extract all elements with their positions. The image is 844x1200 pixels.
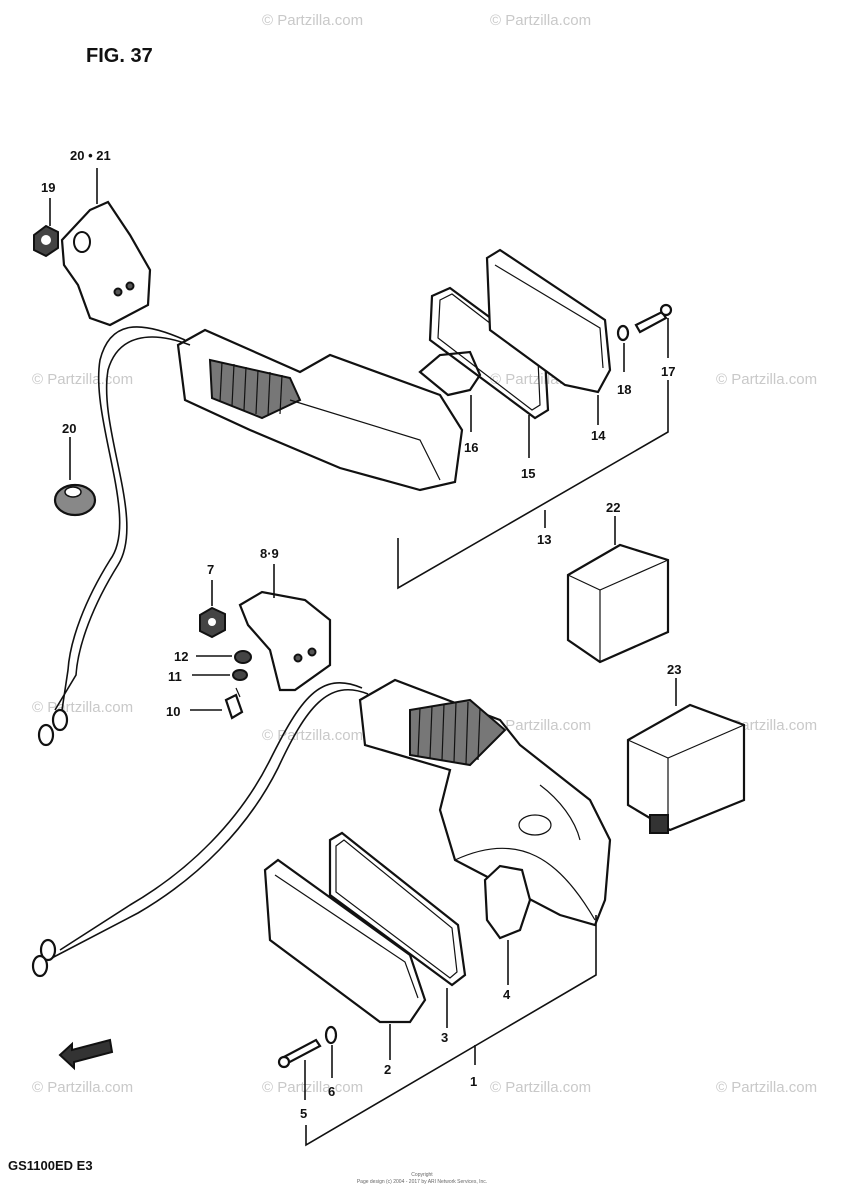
callout-1: 1 <box>470 1074 477 1089</box>
callout-7: 7 <box>207 562 214 577</box>
callout-11: 11 <box>168 669 182 684</box>
gasket-3 <box>328 831 467 1028</box>
callout-17: 17 <box>661 364 675 379</box>
washer-6 <box>324 1025 338 1078</box>
grommet-20 <box>53 437 97 517</box>
figure-title: FIG. 37 <box>86 45 153 67</box>
assembly-line-1 <box>305 915 597 1147</box>
gasket-15 <box>428 286 550 458</box>
watermark: © Partzilla.com <box>32 1079 133 1096</box>
callout-23: 23 <box>667 662 681 677</box>
watermark: © Partzilla.com <box>262 727 363 744</box>
callout-10: 10 <box>166 704 180 719</box>
relay-22 <box>566 516 670 664</box>
lower-turn-signal <box>31 678 612 978</box>
callouts: 1 2 3 4 5 6 7 8·9 10 11 12 13 14 15 16 1… <box>41 148 681 1121</box>
copyright-line-1: Copyright <box>411 1172 433 1178</box>
watermark: © Partzilla.com <box>490 1079 591 1096</box>
nut-7 <box>199 580 226 639</box>
callout-22: 22 <box>606 500 620 515</box>
callout-4: 4 <box>503 987 511 1002</box>
lockwasher-11 <box>192 669 248 681</box>
watermark: © Partzilla.com <box>32 371 133 388</box>
relay-23 <box>626 678 746 834</box>
bulb-4 <box>483 864 532 985</box>
lens-2 <box>263 858 427 1060</box>
callout-19: 19 <box>41 180 55 195</box>
forward-arrow-icon <box>58 1038 114 1071</box>
callout-8-9: 8·9 <box>260 546 279 561</box>
copyright-line-2: Page design (c) 2004 - 2017 by ARI Netwo… <box>357 1179 487 1185</box>
lens-14 <box>485 248 612 425</box>
callout-5: 5 <box>300 1106 307 1121</box>
bracket-20-21 <box>60 168 152 327</box>
watermark: © Partzilla.com <box>716 1079 817 1096</box>
callout-18: 18 <box>617 382 631 397</box>
bulb-16 <box>418 350 482 432</box>
washer-12 <box>196 650 252 664</box>
callout-3: 3 <box>441 1030 448 1045</box>
watermarks: © Partzilla.com © Partzilla.com © Partzi… <box>32 12 817 1096</box>
bolt-10 <box>190 687 244 720</box>
assembly-line-13 <box>397 380 669 590</box>
callout-13: 13 <box>537 532 551 547</box>
callout-12: 12 <box>174 649 188 664</box>
callout-20-21: 20 • 21 <box>70 148 111 163</box>
watermark: © Partzilla.com <box>490 12 591 29</box>
upper-turn-signal <box>37 326 464 747</box>
watermark: © Partzilla.com <box>32 699 133 716</box>
callout-14: 14 <box>591 428 606 443</box>
washer-18 <box>616 324 630 372</box>
callout-15: 15 <box>521 466 535 481</box>
screw-5 <box>277 1038 322 1100</box>
bracket-8-9 <box>238 564 332 692</box>
callout-2: 2 <box>384 1062 391 1077</box>
screw-17 <box>634 303 673 358</box>
callout-6: 6 <box>328 1084 335 1099</box>
watermark: © Partzilla.com <box>490 717 591 734</box>
nut-19 <box>33 198 59 258</box>
watermark: © Partzilla.com <box>262 1079 363 1096</box>
callout-16: 16 <box>464 440 478 455</box>
watermark: © Partzilla.com <box>716 371 817 388</box>
model-label: GS1100ED E3 <box>8 1158 93 1173</box>
callout-20: 20 <box>62 421 76 436</box>
watermark: © Partzilla.com <box>262 12 363 29</box>
